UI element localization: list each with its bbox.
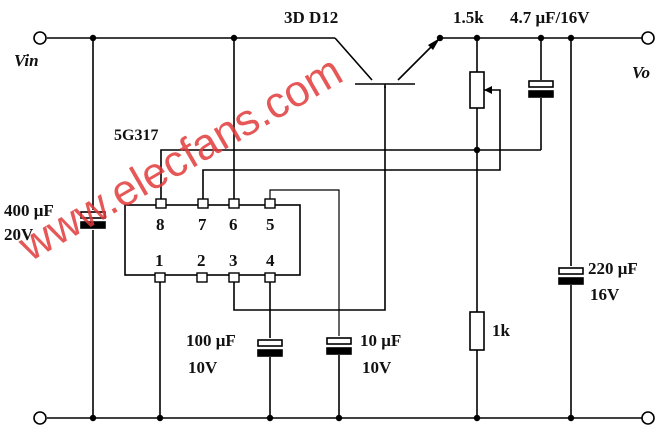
bottom-rail [33, 411, 655, 425]
pin-3-label: 3 [229, 251, 238, 270]
c-in-label: 400 μF [4, 201, 54, 220]
output-capacitor [558, 38, 584, 418]
c-top-label: 4.7 μF/16V [510, 8, 590, 27]
pin-8-label: 8 [156, 215, 165, 234]
resistor-1-5k [469, 38, 501, 418]
pin-5-label: 5 [266, 215, 275, 234]
vin-label: Vin [14, 51, 39, 70]
r-low-label: 1k [492, 321, 511, 340]
c-out-label: 220 μF [588, 259, 638, 278]
top-rail [33, 31, 655, 45]
pin-6-label: 6 [229, 215, 238, 234]
pin7-wire [202, 150, 501, 199]
pin-4-label: 4 [266, 251, 275, 270]
ground-terminal-right [641, 411, 655, 425]
c-p5-voltage: 10V [362, 358, 392, 377]
vo-label: Vo [632, 63, 650, 82]
ic-label: 5G317 [114, 127, 158, 144]
capacitor-100uf [257, 339, 283, 418]
pin-2-label: 2 [197, 251, 206, 270]
c-p5-label: 10 μF [360, 331, 401, 350]
pin-1-label: 1 [155, 251, 164, 270]
vo-terminal [641, 31, 655, 45]
vin-terminal [33, 31, 47, 45]
ic-5g317 [124, 198, 301, 283]
c-p3-label: 100 μF [186, 331, 236, 350]
pin3-wire [233, 150, 386, 311]
capacitor-4-7uf [528, 38, 554, 150]
c-p3-voltage: 10V [188, 358, 218, 377]
input-capacitor [80, 38, 106, 418]
c-out-voltage: 16V [590, 285, 620, 304]
capacitor-10uf [326, 337, 352, 418]
ground-terminal-left [33, 411, 47, 425]
c-in-voltage: 20V [4, 225, 34, 244]
transistor-3dd12 [334, 37, 441, 88]
pin8-wire [160, 86, 386, 199]
transistor-label: 3D D12 [284, 8, 338, 27]
pin5-wire [269, 189, 340, 336]
pin-7-label: 7 [198, 215, 207, 234]
r-top-label: 1.5k [453, 8, 484, 27]
resistor-1k [469, 311, 485, 351]
junction-dots [89, 34, 575, 422]
